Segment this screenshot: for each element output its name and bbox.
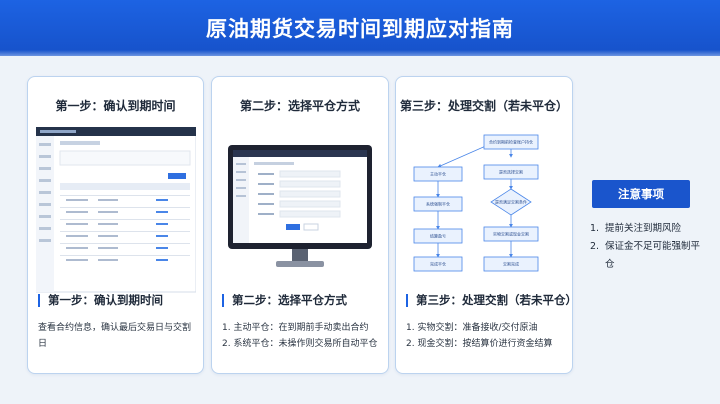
step-3-heading: 第三步：处理交割（若未平仓） (399, 99, 568, 113)
step-1-line: 查看合约信息，确认最后交易日与交割日 (38, 323, 192, 349)
step-1-heading: 第一步：确认到期时间 (55, 99, 176, 113)
notes-list: 1. 提前关注到期风险 2. 保证金不足可能强制平仓 (590, 220, 700, 274)
step-1-section-title: 第一步：确认到期时间 (38, 294, 163, 307)
flow-node-start: 合约到期前检查账户持仓 (489, 139, 533, 145)
note-item-text: 提前关注到期风险 (605, 223, 682, 234)
notes-heading: 注意事项 (592, 180, 690, 208)
flow-node-a1: 主动平仓 (430, 171, 446, 177)
step-3-line-2: 2. 现金交割：按结算价进行资金结算 (406, 339, 553, 349)
flow-node-b3: 实物交割或现金交割 (493, 231, 529, 237)
note-item: 1. 提前关注到期风险 (590, 220, 700, 238)
contract-info-screenshot (36, 127, 196, 293)
flow-node-b2: 是否满足交割条件 (495, 199, 527, 205)
step-1-card: 第一步：确认到期时间 第一步：确认到期时间 查看合约信息 (27, 76, 204, 374)
notes-panel: 注意事项 1. 提前关注到期风险 2. 保证金不足可能强制平仓 (582, 168, 700, 298)
step-2-heading: 第二步：选择平仓方式 (239, 99, 360, 113)
step-1-description: 查看合约信息，确认最后交易日与交割日 (38, 320, 197, 352)
header-bar: 原油期货交易时间到期应对指南 (0, 0, 720, 56)
note-item-text: 保证金不足可能强制平仓 (605, 241, 701, 270)
step-2-section-title: 第二步：选择平仓方式 (222, 294, 347, 307)
page-title: 原油期货交易时间到期应对指南 (206, 17, 514, 41)
flow-node-b4: 交割完成 (503, 261, 519, 267)
flow-node-a3: 结算盈亏 (430, 233, 446, 239)
note-item-number: 2. (590, 241, 600, 252)
step-2-card: 第二步：选择平仓方式 第二步：选择平仓方式 1. 主动平仓：在到期前手动卖出合约… (211, 76, 389, 374)
flow-node-b1: 是否选择交割 (499, 169, 523, 175)
delivery-flowchart: 合约到期前检查账户持仓 主动平仓 是否选择交割 系统强制平仓 是否满足交割条件 … (413, 134, 539, 272)
step-2-line-1: 1. 主动平仓：在到期前手动卖出合约 (222, 323, 369, 333)
trading-terminal-monitor (228, 145, 372, 267)
step-3-description: 1. 实物交割：准备接收/交付原油 2. 现金交割：按结算价进行资金结算 (406, 320, 566, 352)
step-3-line-1: 1. 实物交割：准备接收/交付原油 (406, 323, 538, 333)
step-3-section-title: 第三步：处理交割（若未平仓） (406, 294, 577, 307)
note-item-number: 1. (590, 223, 600, 234)
note-item: 2. 保证金不足可能强制平仓 (590, 238, 700, 274)
step-3-card: 第三步：处理交割（若未平仓） 合约到期前检查账户持仓 (395, 76, 577, 374)
flow-node-a4: 完成平仓 (430, 261, 446, 267)
step-2-description: 1. 主动平仓：在到期前手动卖出合约 2. 系统平仓：未操作则交易所自动平仓 (222, 320, 382, 352)
step-2-line-2: 2. 系统平仓：未操作则交易所自动平仓 (222, 339, 378, 349)
flow-node-a2: 系统强制平仓 (426, 201, 450, 207)
